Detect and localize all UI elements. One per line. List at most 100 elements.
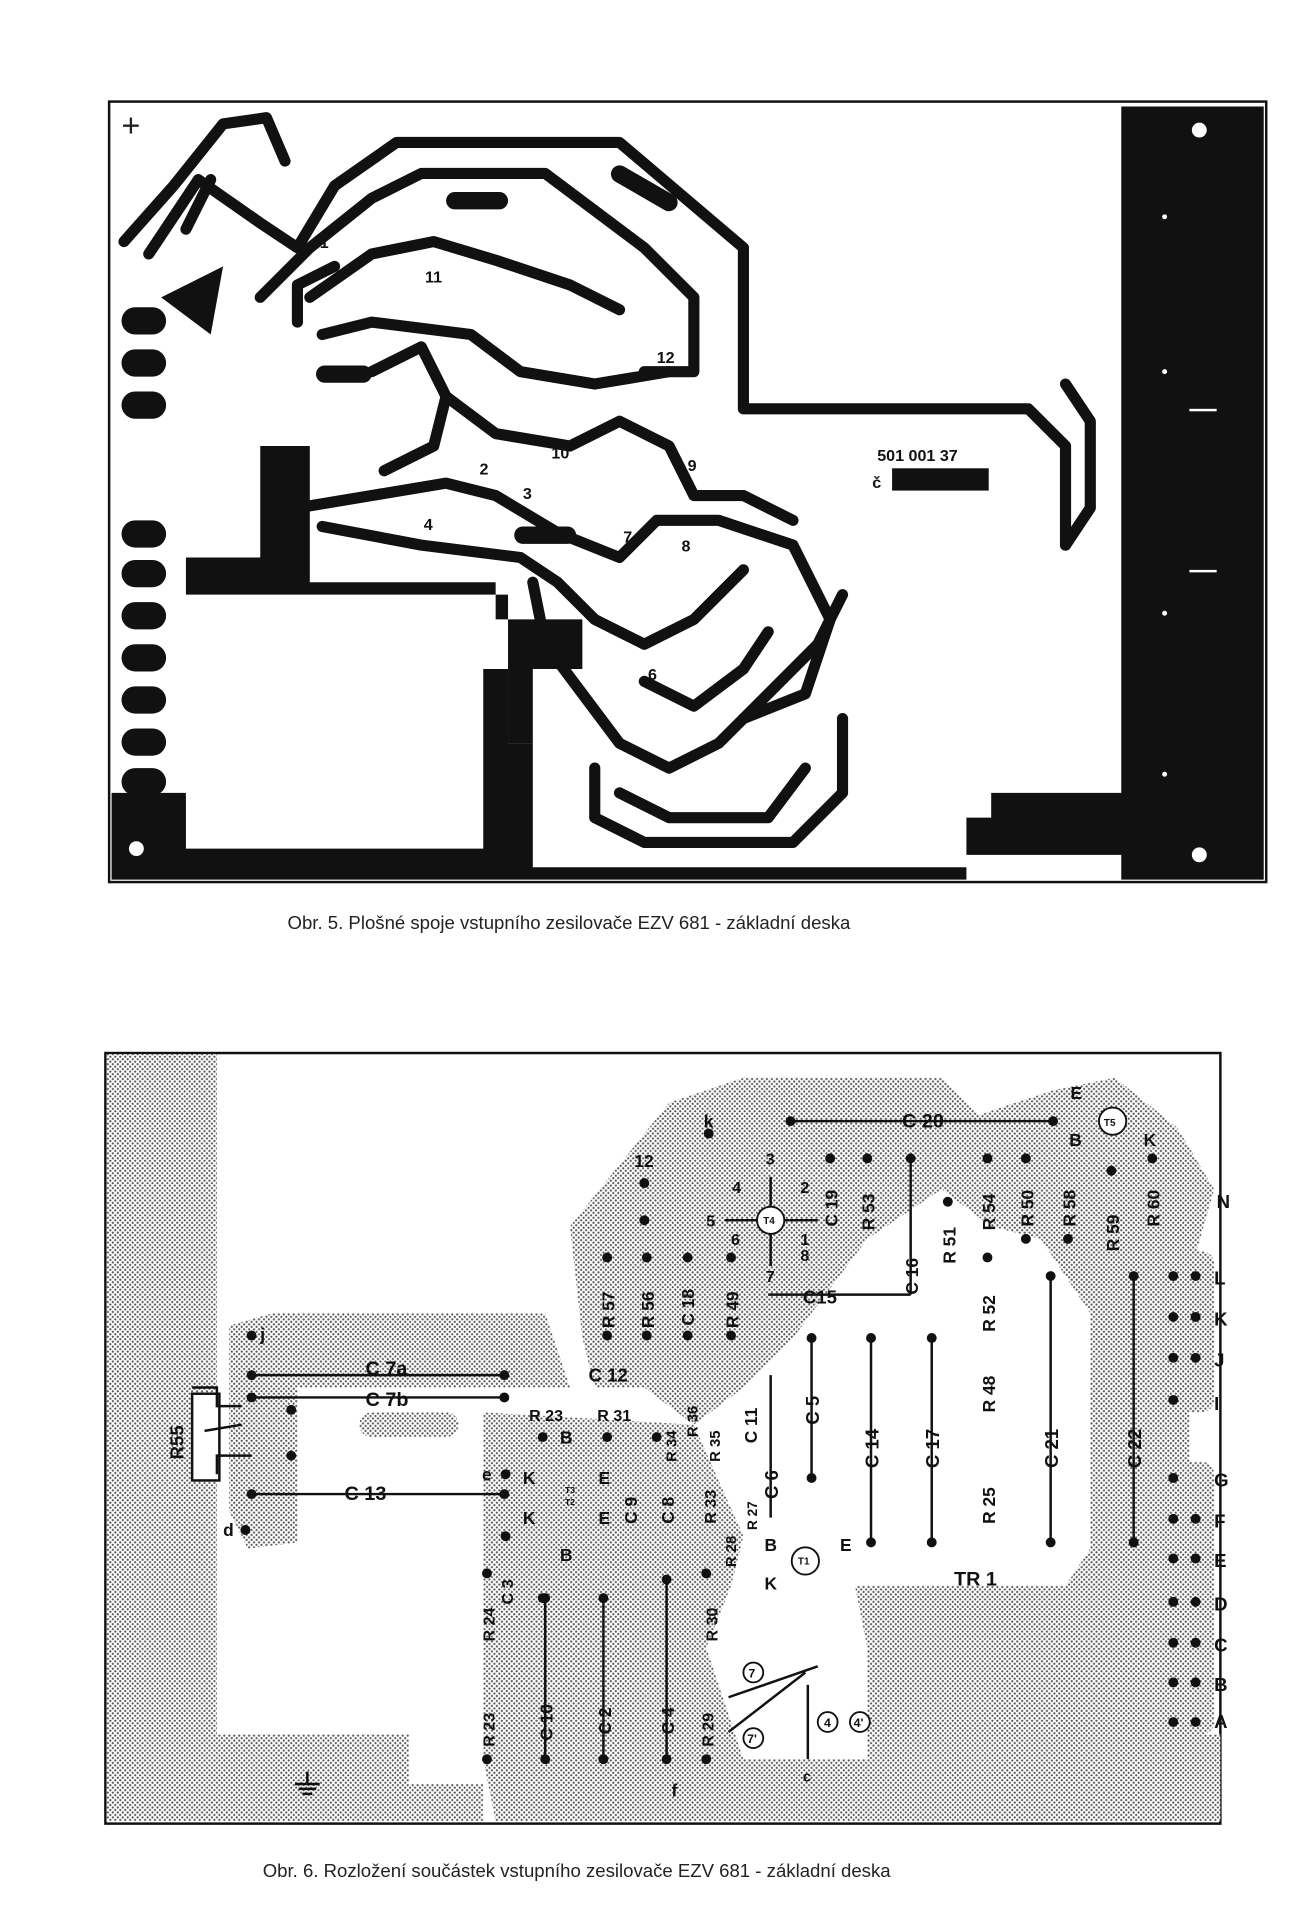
fig5-trace-number: 11	[425, 268, 442, 286]
solder-pad	[982, 1153, 993, 1164]
solder-pad	[1190, 1637, 1201, 1648]
solder-pad	[1128, 1271, 1139, 1281]
component-label-m4p: 4'	[854, 1716, 864, 1730]
component-label-c18: C 18	[678, 1289, 698, 1326]
solder-pad	[499, 1370, 510, 1381]
component-label-t2: T2	[565, 1497, 575, 1507]
solder-pad	[246, 1489, 257, 1500]
solder-pad	[862, 1153, 873, 1164]
component-label-t1e: E	[840, 1535, 852, 1555]
component-label-r53: R 53	[859, 1193, 879, 1230]
component-label-r28: R 28	[724, 1536, 740, 1567]
component-label-J: J	[1214, 1349, 1224, 1370]
component-label-t1b: B	[764, 1535, 777, 1555]
component-label-p7: 7	[766, 1268, 775, 1286]
solder-pad	[240, 1525, 251, 1535]
fig5-trace-number: 8	[681, 537, 690, 555]
solder-pad	[598, 1754, 609, 1765]
solder-pad	[1190, 1553, 1201, 1564]
solder-pad	[537, 1593, 548, 1604]
solder-pad	[499, 1489, 510, 1500]
component-label-c13: C 13	[345, 1483, 387, 1505]
component-label-C: C	[1214, 1634, 1227, 1655]
component-label-e: e	[482, 1464, 492, 1484]
solder-pad	[1190, 1596, 1201, 1607]
component-label-N: N	[1217, 1191, 1230, 1212]
component-label-r25: R 25	[979, 1487, 999, 1524]
component-label-p4: 4	[732, 1179, 741, 1197]
solder-pad	[246, 1370, 257, 1381]
component-label-r33: R 33	[702, 1490, 720, 1524]
fig5-trace-number: 4	[424, 516, 433, 534]
component-label-r34: R 34	[665, 1430, 681, 1462]
solder-pad	[701, 1568, 712, 1579]
component-label-c8: C 8	[658, 1496, 678, 1523]
component-label-r60: R 60	[1144, 1190, 1164, 1227]
component-label-t3k: K	[523, 1468, 536, 1488]
solder-pad	[1045, 1271, 1056, 1281]
component-label-m7p: 7'	[747, 1732, 757, 1746]
component-label-t3b: B	[560, 1427, 573, 1447]
fig5-trace-number: 3	[523, 485, 532, 503]
component-label-c2: C 2	[595, 1707, 615, 1734]
component-label-r23a: R 23	[529, 1407, 563, 1425]
solder-pad	[537, 1432, 548, 1443]
t1-transistor-icon	[790, 1546, 820, 1576]
component-label-t2b: B	[560, 1545, 573, 1565]
component-label-c20: C 20	[902, 1110, 944, 1132]
component-label-c21: C 21	[1041, 1429, 1062, 1468]
solder-pad	[1190, 1717, 1201, 1727]
solder-pad	[602, 1432, 613, 1443]
component-label-j: j	[259, 1324, 265, 1344]
component-label-c11: C 11	[741, 1407, 761, 1443]
solder-pad	[1147, 1153, 1158, 1164]
component-label-t4: T4	[763, 1216, 775, 1227]
component-label-r30: R 30	[703, 1607, 721, 1641]
component-label-p8: 8	[800, 1247, 809, 1265]
solder-pad	[246, 1330, 257, 1341]
solder-pad	[905, 1153, 916, 1164]
component-label-r52: R 52	[979, 1295, 999, 1332]
component-label-t3: T3	[565, 1485, 575, 1495]
solder-pad	[1106, 1165, 1117, 1176]
solder-pad	[1063, 1233, 1073, 1244]
component-label-c4: C 4	[658, 1707, 678, 1734]
solder-pad	[500, 1531, 511, 1542]
component-label-p1: 1	[800, 1231, 809, 1249]
fig5-trace-number: 10	[551, 444, 569, 462]
solder-pad	[661, 1754, 672, 1765]
solder-pad	[785, 1116, 796, 1127]
solder-pad	[1048, 1116, 1059, 1127]
component-label-p5: 5	[706, 1212, 715, 1230]
solder-pad	[1168, 1271, 1179, 1281]
component-label-t2e: E	[598, 1508, 610, 1528]
component-label-c9: C 9	[621, 1497, 641, 1524]
solder-pad	[540, 1754, 551, 1765]
solder-pad	[651, 1432, 662, 1443]
component-label-G: G	[1214, 1470, 1228, 1491]
solder-pad	[598, 1593, 609, 1604]
solder-pad	[1168, 1596, 1179, 1607]
solder-pad	[726, 1330, 736, 1341]
component-label-t1: T1	[798, 1557, 810, 1568]
solder-pad	[701, 1754, 712, 1765]
solder-pad	[1168, 1677, 1179, 1688]
component-label-t5e: E	[1070, 1083, 1082, 1103]
fig5-trace-number: 2	[480, 460, 489, 478]
solder-pad	[1168, 1637, 1179, 1648]
fig5-board-code: 501 001 37	[877, 447, 958, 465]
component-label-F: F	[1214, 1511, 1225, 1532]
solder-pad	[806, 1473, 817, 1483]
fig5-trace-number: 5	[283, 485, 292, 503]
component-label-d: d	[223, 1520, 234, 1540]
component-label-c7a: C 7a	[366, 1358, 409, 1380]
component-label-E: E	[1214, 1550, 1226, 1571]
solder-pad	[982, 1252, 993, 1263]
solder-pad	[1168, 1717, 1179, 1727]
component-label-r48: R 48	[979, 1375, 999, 1412]
fig6-caption: Obr. 6. Rozložení součástek vstupního ze…	[263, 1860, 892, 1881]
solder-pad	[1190, 1513, 1201, 1524]
component-label-p3: 3	[766, 1151, 775, 1169]
